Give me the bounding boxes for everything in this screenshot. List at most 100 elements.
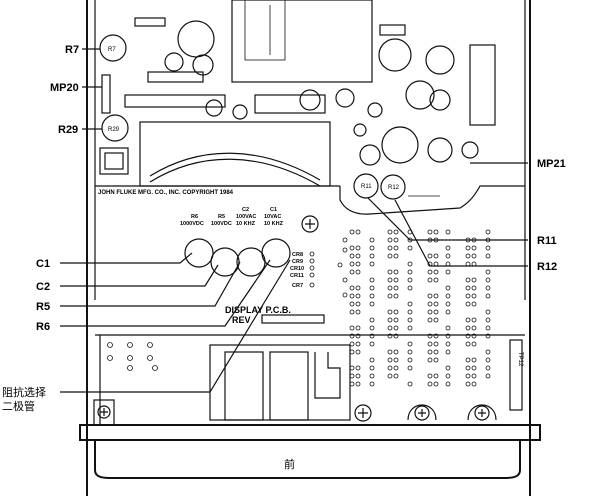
cr-label: CR11 <box>290 273 304 279</box>
pad <box>355 253 361 259</box>
pad <box>465 365 471 371</box>
pad <box>387 349 393 355</box>
pad <box>465 317 471 323</box>
pad <box>387 269 393 275</box>
pad <box>349 269 355 275</box>
pad <box>387 325 393 331</box>
pad <box>387 317 393 323</box>
pad <box>485 245 491 251</box>
pad <box>355 365 361 371</box>
pad <box>107 342 113 348</box>
pad <box>387 365 393 371</box>
pad <box>407 261 413 267</box>
pad <box>445 341 451 347</box>
pad <box>433 229 439 235</box>
pad <box>427 373 433 379</box>
screw <box>354 404 372 422</box>
pad <box>445 269 451 275</box>
pad <box>369 341 375 347</box>
c2-adjust <box>236 247 266 277</box>
pad <box>427 253 433 259</box>
pad <box>342 277 348 283</box>
pad <box>433 301 439 307</box>
adjust-point-spec: 100VAC <box>236 214 256 220</box>
screw <box>97 405 111 419</box>
pad <box>342 292 348 298</box>
pad <box>445 285 451 291</box>
adjust-point-spec: 1000VDC <box>180 221 204 227</box>
pad <box>393 357 399 363</box>
pad <box>433 333 439 339</box>
pad <box>465 293 471 299</box>
pad <box>485 325 491 331</box>
pad <box>393 365 399 371</box>
pad <box>445 229 451 235</box>
pad <box>485 333 491 339</box>
jumper-label-line2: 二极管 <box>2 399 35 413</box>
callout-c1: C1 <box>36 258 50 270</box>
pad <box>349 245 355 251</box>
adjust-point-spec: 10VAC <box>264 214 281 220</box>
pad <box>427 349 433 355</box>
pad <box>485 373 491 379</box>
adjust-point-label: R6 <box>191 214 198 220</box>
adjust-points: R6 1000VDC R5 100VDC C2 100VAC 10 KHZ C1… <box>180 207 284 227</box>
pad <box>407 301 413 307</box>
pad <box>369 293 375 299</box>
pad <box>387 229 393 235</box>
pad <box>427 229 433 235</box>
pad <box>393 269 399 275</box>
board-outline <box>94 0 526 300</box>
pad <box>349 333 355 339</box>
pad <box>445 349 451 355</box>
transformer-core <box>244 0 286 61</box>
pad <box>427 317 433 323</box>
pad <box>393 245 399 251</box>
callout-c2: C2 <box>36 281 50 293</box>
pad <box>407 357 413 363</box>
pad <box>369 237 375 243</box>
pad <box>369 285 375 291</box>
pad <box>433 277 439 283</box>
pad <box>349 229 355 235</box>
pad <box>387 309 393 315</box>
pad <box>485 269 491 275</box>
pad <box>152 365 158 371</box>
pad <box>471 381 477 387</box>
pad <box>369 317 375 323</box>
adjust-point-label: C2 <box>242 207 249 213</box>
pad <box>355 293 361 299</box>
pad <box>471 293 477 299</box>
pad <box>433 349 439 355</box>
cr-label: CR10 <box>290 266 304 272</box>
pad <box>407 341 413 347</box>
pad <box>485 285 491 291</box>
pad <box>369 357 375 363</box>
pad <box>445 325 451 331</box>
pad <box>427 277 433 283</box>
pad <box>393 349 399 355</box>
pad <box>355 285 361 291</box>
pad <box>349 285 355 291</box>
pad <box>147 342 153 348</box>
pad <box>427 381 433 387</box>
pad <box>465 245 471 251</box>
pad <box>407 381 413 387</box>
pad <box>465 277 471 283</box>
capacitor-top <box>177 20 215 58</box>
pad <box>471 301 477 307</box>
pad <box>471 277 477 283</box>
display-board-notch <box>339 185 525 215</box>
callout-r11: R11 <box>537 235 557 247</box>
pad <box>427 309 433 315</box>
r6-adjust <box>184 238 214 268</box>
r12-component <box>380 174 406 200</box>
pad <box>393 317 399 323</box>
pad <box>147 355 153 361</box>
adjust-point-spec: 10 KHZ <box>264 221 284 227</box>
r7-mark: R7 <box>108 47 116 53</box>
pcb-pads <box>107 229 491 387</box>
pad <box>369 365 375 371</box>
copyright-text: JOHN FLUKE MFG. CO., INC. COPYRIGHT 1984 <box>98 190 234 196</box>
pad <box>369 333 375 339</box>
